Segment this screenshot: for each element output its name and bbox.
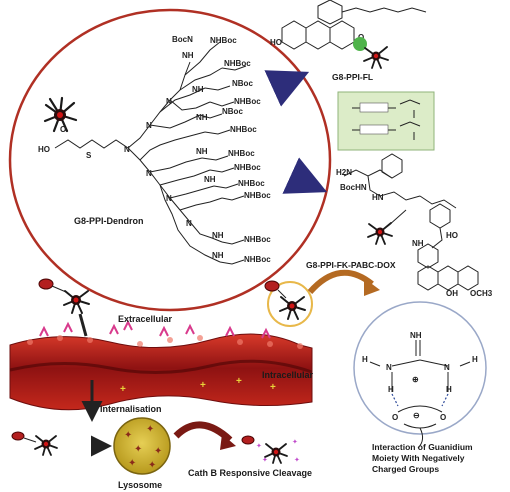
- nh-label: NH: [212, 251, 224, 260]
- internalisation-label: Internalisation: [100, 404, 162, 414]
- dox-och3-label: OCH3: [470, 289, 493, 298]
- extracellular-label: Extracellular: [118, 314, 173, 324]
- dox-label: G8-PPI-FK-PABC-DOX: [306, 260, 396, 270]
- guanidinium-h-label: H: [362, 355, 368, 364]
- dendrimer-star-icon: [64, 291, 89, 313]
- guanidinium-circle: [354, 302, 486, 434]
- dox-amine-label: H2N: [336, 168, 352, 177]
- nhboc-label: NHBoc: [210, 36, 237, 45]
- guanidinium-h-label: H: [472, 355, 478, 364]
- dendron-circle: [10, 10, 330, 310]
- nhboc-label: NHBoc: [244, 255, 271, 264]
- nh-label: NH: [182, 51, 194, 60]
- carbonyl-o-label: O: [60, 125, 66, 134]
- reaction-inset: [338, 92, 434, 150]
- guanidinium-o-label: O: [440, 413, 446, 422]
- amine-n-label: N: [146, 121, 152, 130]
- amine-n-label: N: [166, 194, 172, 203]
- amine-n-label: N: [166, 97, 172, 106]
- guanidinium-h-label: H: [388, 385, 394, 394]
- dendrimer-star-icon: [280, 297, 305, 319]
- svg-text:✦: ✦: [154, 446, 162, 457]
- guanidinium-plus-icon: ⊕: [412, 375, 419, 384]
- nhboc-label: NHBoc: [230, 125, 257, 134]
- svg-text:✦: ✦: [128, 458, 136, 469]
- reaction-inset-box: [338, 92, 434, 150]
- dox-hn-label: HN: [372, 193, 384, 202]
- nhboc-label: NHBoc: [234, 97, 261, 106]
- fl-ho-label: HO: [270, 38, 282, 47]
- carrier-capsule: [39, 279, 53, 289]
- amine-n-label: N: [146, 169, 152, 178]
- nh-label: NH: [212, 231, 224, 240]
- nh-label: NH: [204, 175, 216, 184]
- bocn-label: BocN: [172, 35, 193, 44]
- svg-text:+: +: [200, 380, 206, 391]
- curved-arrow-icon: [310, 273, 372, 292]
- svg-text:✦: ✦: [292, 438, 298, 446]
- svg-text:✦: ✦: [146, 424, 154, 435]
- dendron-title: G8-PPI-Dendron: [74, 216, 144, 226]
- guanidinium-nh-label: NH: [410, 331, 422, 340]
- dox-nh2-label: NH: [412, 239, 424, 248]
- nhboc-label: NHBoc: [238, 179, 265, 188]
- svg-text:✦: ✦: [124, 430, 132, 441]
- dendrimer-star-icon: [364, 47, 388, 68]
- amine-n-label: N: [124, 145, 130, 154]
- fl-label: G8-PPI-FL: [332, 72, 373, 82]
- nh-label: NH: [196, 113, 208, 122]
- nboc-label: NBoc: [222, 107, 243, 116]
- dendrimer-star-icon: [265, 444, 287, 463]
- guanidinium-caption-line1: Interaction of Guanidium: [372, 442, 473, 452]
- ho-label: HO: [38, 145, 50, 154]
- dendron-panel: HO O S N N N N N N NH NH NH NH NH NH NH …: [10, 10, 330, 310]
- dendrimer-star-icon: [35, 436, 57, 455]
- svg-text:✦: ✦: [262, 456, 268, 464]
- nhboc-label: NHBoc: [228, 149, 255, 158]
- nboc-label: NBoc: [232, 79, 253, 88]
- svg-text:✦: ✦: [294, 456, 300, 464]
- lysosome-label: Lysosome: [118, 480, 162, 490]
- nhboc-label: NHBoc: [224, 59, 251, 68]
- nhboc-label: NHBoc: [234, 163, 261, 172]
- guanidinium-panel: NH N N H H H H ⊕ O O ⊖ Interaction of Gu…: [354, 302, 486, 474]
- nh-label: NH: [196, 147, 208, 156]
- cleavage-label: Cath B Responsive Cleavage: [188, 468, 312, 478]
- nh-label: NH: [192, 85, 204, 94]
- svg-text:✦: ✦: [148, 460, 156, 471]
- svg-text:✦: ✦: [134, 444, 142, 455]
- guanidinium-minus-icon: ⊖: [413, 411, 420, 420]
- amine-n-label: N: [186, 219, 192, 228]
- intracellular-label: Intracellular: [262, 370, 314, 380]
- guanidinium-n-label: N: [386, 363, 392, 372]
- guanidinium-o-label: O: [392, 413, 398, 422]
- sulfur-label: S: [86, 151, 92, 160]
- svg-text:+: +: [120, 384, 126, 395]
- nhboc-label: NHBoc: [244, 235, 271, 244]
- svg-text:✦: ✦: [256, 442, 262, 450]
- guanidinium-n-label: N: [444, 363, 450, 372]
- dox-ho-label: HO: [446, 231, 458, 240]
- dox-boc-label: BocHN: [340, 183, 367, 192]
- svg-text:+: +: [236, 376, 242, 387]
- guanidinium-caption-line3: Charged Groups: [372, 464, 439, 474]
- dox-oh-label: OH: [446, 289, 458, 298]
- guanidinium-caption-line2: Moiety With Negatively: [372, 453, 465, 463]
- guanidinium-h-label: H: [446, 385, 452, 394]
- svg-text:+: +: [270, 382, 276, 393]
- nhboc-label: NHBoc: [244, 191, 271, 200]
